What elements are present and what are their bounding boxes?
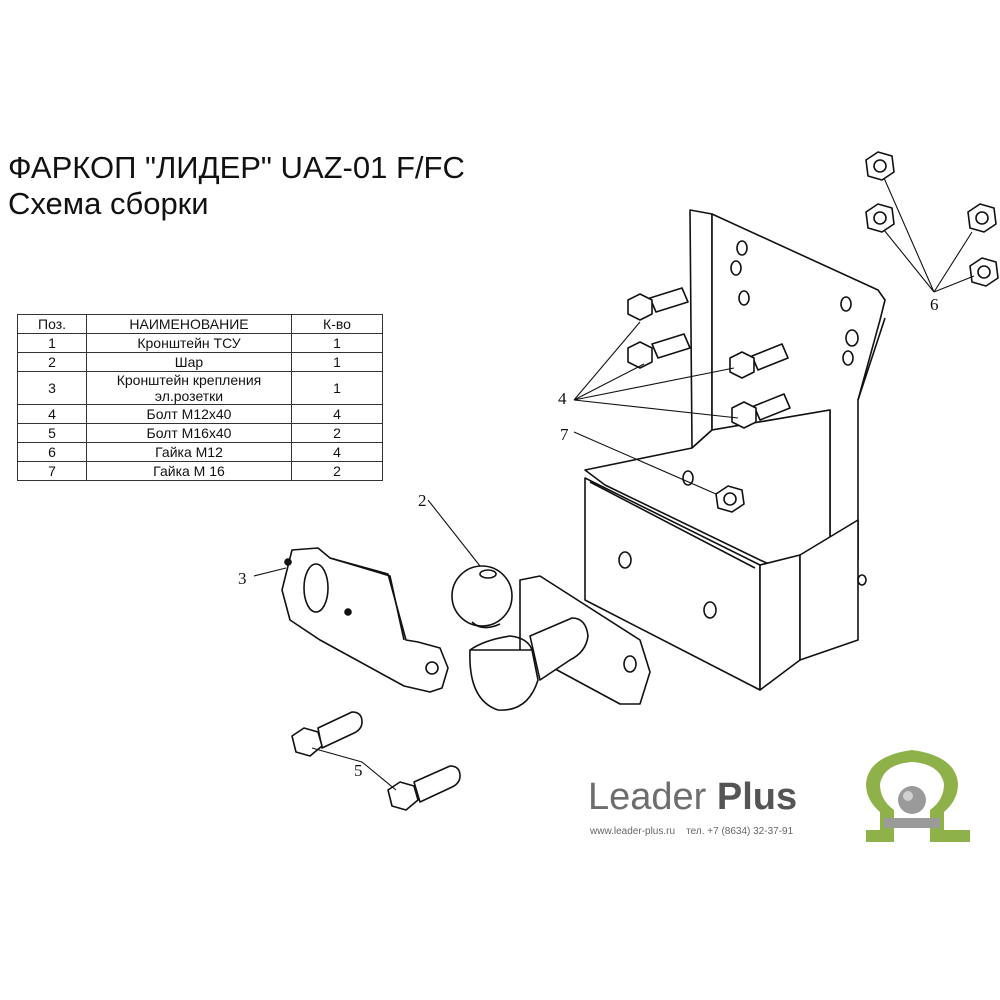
brand-name-regular: Leader: [588, 776, 717, 818]
bracket-hole: [618, 551, 632, 569]
brand-name: Leader Plus: [588, 776, 797, 819]
bracket-back-plate-edge: [689, 209, 713, 449]
bolt-m12: [731, 393, 791, 429]
ball-shank: [529, 617, 589, 681]
page-subtitle: Схема сборки: [8, 186, 209, 221]
table-row: 7 Гайка М 16 2: [17, 461, 383, 481]
ball-sphere: [451, 565, 513, 627]
leader-line-5: [311, 747, 397, 791]
leader-line-3: [253, 567, 287, 577]
ball-neck: [469, 649, 539, 711]
leader-line-4: [573, 321, 739, 419]
cell-name: Болт М16х40: [86, 423, 292, 443]
cell-name: Кронштейн крепления эл.розетки: [86, 371, 292, 405]
bolt-m16: [291, 711, 363, 757]
tow-ball: [451, 565, 651, 711]
callout-4: 4: [558, 389, 567, 408]
bolt-m12: [729, 343, 789, 379]
callout-2: 2: [418, 491, 427, 510]
leader-line-7: [573, 431, 717, 495]
cell-qty: 2: [291, 461, 383, 481]
bracket-hole: [845, 329, 859, 347]
header-pos: Поз.: [17, 314, 87, 334]
brand-phone: тел. +7 (8634) 32-37-91: [686, 826, 794, 837]
bracket-hole: [842, 350, 854, 366]
cell-name: Шар: [86, 352, 292, 372]
cell-name: Кронштейн ТСУ: [86, 333, 292, 353]
bolt-m12: [627, 333, 691, 369]
nut-m12: [967, 203, 997, 233]
leader-line-2: [427, 499, 481, 567]
bracket-hole: [738, 290, 750, 306]
bracket-hole: [730, 260, 742, 276]
bracket-hole: [840, 296, 852, 312]
bracket-hole: [857, 574, 867, 586]
bolts-m12: [627, 287, 791, 429]
callout-6: 6: [930, 295, 939, 314]
leader-plus-logo-icon: [866, 750, 970, 842]
table-row: 6 Гайка М12 4: [17, 442, 383, 462]
cell-name: Гайка М 16: [86, 461, 292, 481]
bracket-hole: [703, 601, 717, 619]
bracket-fold-line: [589, 481, 756, 569]
nut-m12: [865, 203, 895, 233]
callout-5: 5: [354, 761, 363, 780]
brand-website: www.leader-plus.ru: [590, 826, 676, 837]
table-row: 4 Болт М12х40 4: [17, 404, 383, 424]
nut-m12: [969, 257, 999, 287]
bracket-front-edge: [759, 554, 801, 691]
leader-line-6: [883, 177, 975, 293]
page-title: ФАРКОП "ЛИДЕР" UAZ-01 F/FC: [8, 150, 465, 185]
bracket-bend-line: [857, 317, 886, 401]
bolt-m12: [627, 287, 689, 321]
callout-7: 7: [560, 425, 569, 444]
socket-bracket: [281, 547, 449, 693]
leader-lines: [253, 177, 975, 791]
cell-pos: 7: [17, 461, 87, 481]
cell-qty: 1: [291, 371, 383, 405]
bracket-hole: [682, 470, 694, 486]
table-row: 5 Болт М16х40 2: [17, 423, 383, 443]
nuts-m12: [865, 151, 999, 287]
nut-m12: [865, 151, 895, 181]
ball-flange-hole: [623, 655, 637, 673]
bolt-m16: [387, 765, 461, 811]
bolts-m16: [291, 711, 461, 811]
table-row: 2 Шар 1: [17, 352, 383, 372]
table-header-row: Поз. НАИМЕНОВАНИЕ К-во: [17, 314, 383, 334]
cell-pos: 3: [17, 371, 87, 405]
brand-contacts: www.leader-plus.ru тел. +7 (8634) 32-37-…: [590, 826, 793, 837]
brand-name-bold: Plus: [716, 776, 798, 818]
table-row: 3 Кронштейн крепления эл.розетки 1: [17, 371, 383, 405]
bracket-side-face: [799, 519, 859, 661]
callout-3: 3: [238, 569, 247, 588]
nut-m16: [715, 485, 745, 513]
parts-table: Поз. НАИМЕНОВАНИЕ К-во 1 Кронштейн ТСУ 1…: [17, 314, 383, 481]
bracket-hole: [736, 240, 748, 256]
tow-bracket: [584, 209, 886, 691]
